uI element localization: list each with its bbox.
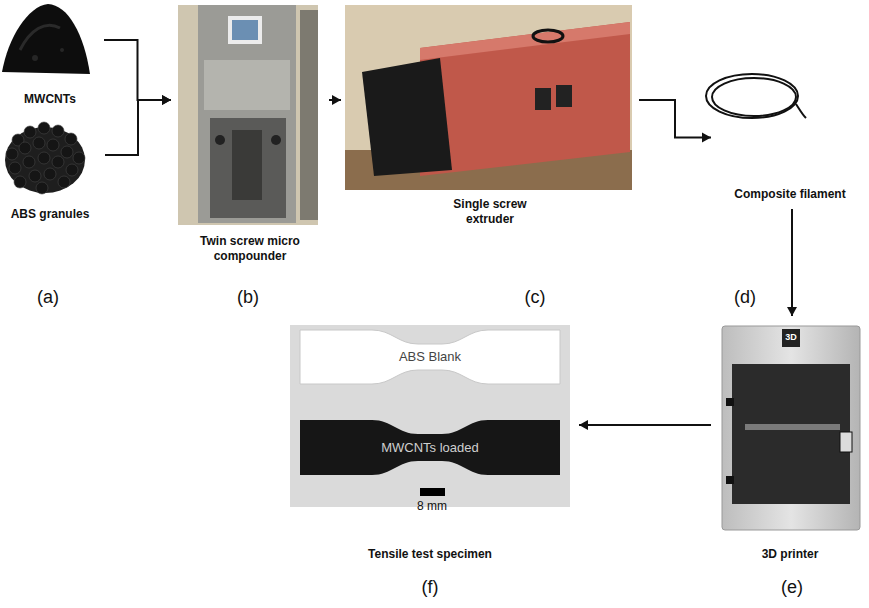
arrowhead	[787, 307, 797, 316]
figure-label: 8 mm	[407, 499, 457, 513]
photo-caption: ABS granules	[1, 207, 99, 223]
caption-block: Tensile test specimen	[285, 547, 575, 563]
photo-caption: Single screw extruder	[440, 197, 540, 228]
scale-bar	[420, 488, 445, 496]
figure-label: (a)	[28, 287, 68, 309]
photo-node: 3D printer	[715, 320, 865, 565]
figure-label: (b)	[228, 287, 268, 309]
filament-coil	[706, 74, 806, 118]
flow-arrow	[579, 424, 711, 426]
flow-arrow	[791, 209, 793, 316]
arrowhead	[332, 95, 341, 105]
single-screw-extruder	[345, 5, 632, 190]
twin-screw-compounder	[178, 5, 318, 225]
mwcnt-powder	[2, 4, 90, 74]
photo-node: MWCNTs	[0, 0, 100, 110]
specimen-photo	[290, 325, 570, 507]
figure-label: ABS Blank	[380, 349, 480, 365]
photo-caption: Composite filament	[720, 187, 860, 203]
arrowhead	[579, 420, 588, 430]
caption-block: Composite filament	[715, 187, 865, 203]
caption-block: ABS granules	[0, 207, 101, 223]
figure-label: (e)	[772, 577, 812, 599]
photo-caption: Tensile test specimen	[330, 547, 530, 563]
abs-granules	[5, 122, 85, 194]
caption-block: Single screw extruder	[345, 197, 635, 228]
flow-arrow	[639, 100, 711, 138]
photo-node: Single screw extruder	[345, 5, 635, 230]
caption-block: Twin screw micro compounder	[175, 234, 325, 265]
photo-node: Twin screw micro compounder	[175, 5, 325, 267]
photo-caption: Twin screw micro compounder	[188, 234, 313, 265]
photo-node: ABS granules	[0, 115, 101, 225]
figure-label: 3D	[782, 332, 800, 343]
figure-label: MWCNTs loaded	[370, 440, 490, 456]
photo-node: Composite filament	[715, 70, 865, 205]
photo-caption: 3D printer	[720, 547, 860, 563]
arrowhead	[162, 95, 171, 105]
figure-label: (d)	[725, 287, 765, 309]
caption-block: MWCNTs	[0, 92, 100, 108]
figure-label: (f)	[410, 577, 450, 599]
photo-caption: MWCNTs	[3, 92, 98, 108]
arrowhead	[162, 95, 171, 105]
printer-body	[722, 326, 860, 530]
figure-label: (c)	[515, 287, 555, 309]
caption-block: 3D printer	[715, 547, 865, 563]
arrowhead	[702, 133, 711, 143]
flow-arrow	[104, 40, 171, 100]
flow-arrow	[105, 100, 171, 155]
